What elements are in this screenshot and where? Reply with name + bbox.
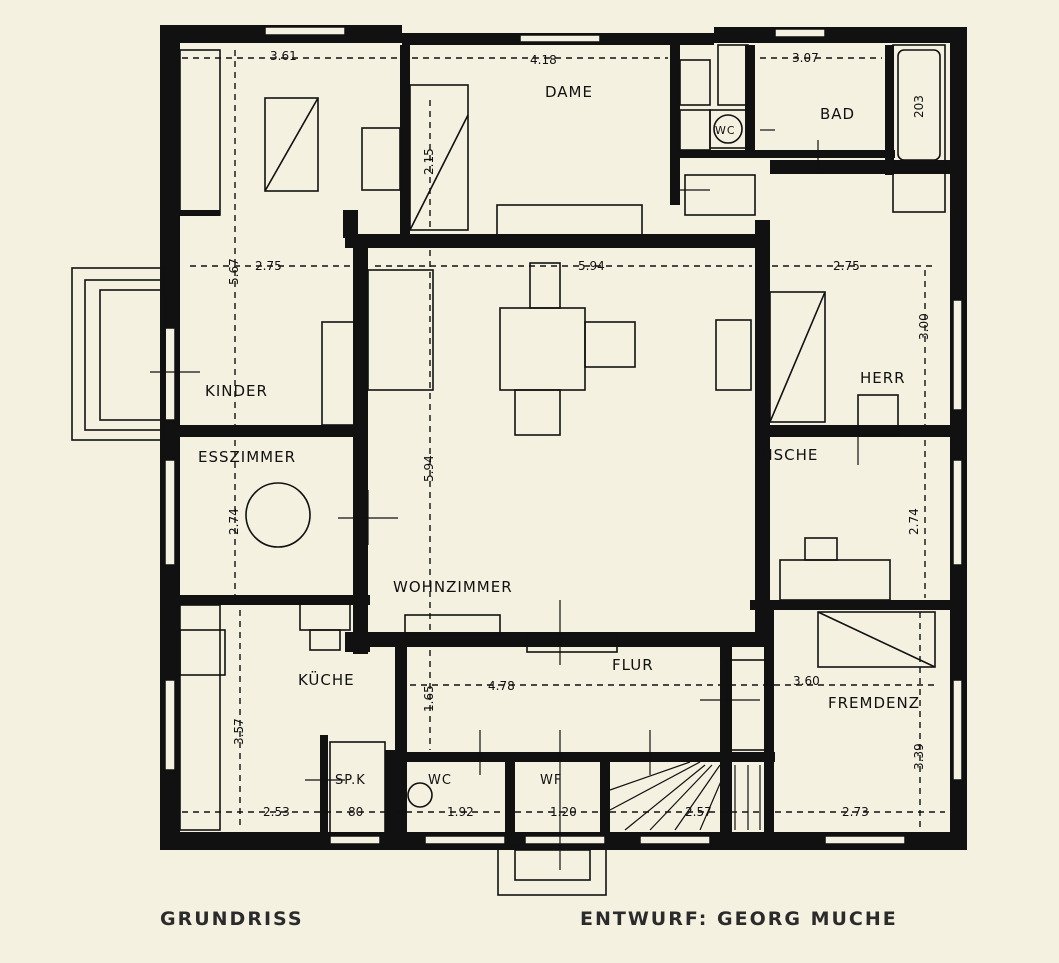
dim-300: 3.00 (917, 313, 931, 340)
outer-walls (160, 25, 967, 850)
dim-339: 3.39 (912, 743, 926, 770)
caption-entwurf: ENTWURF: GEORG MUCHE (580, 908, 898, 930)
label-fremdenz: FREMDENZ (828, 694, 920, 712)
label-flur: FLUR (612, 656, 654, 674)
dim-361: 3.61 (270, 49, 297, 63)
dimension-lines (182, 50, 945, 830)
dim-360: 3.60 (793, 674, 820, 688)
label-bad: BAD (820, 105, 855, 123)
dim-275-left: 2.75 (255, 259, 282, 273)
label-wohnzimmer: WOHNZIMMER (393, 578, 513, 596)
dim-165: 1.65 (422, 685, 436, 712)
dim-275-right: 2.75 (833, 259, 860, 273)
label-spk: SP.K (335, 773, 366, 788)
label-dame: DAME (545, 83, 593, 101)
furniture (71, 44, 946, 896)
label-wc-bottom: WC (428, 773, 452, 788)
label-nische: NISCHE (756, 446, 818, 464)
dim-567: 5.67 (227, 258, 241, 285)
label-esszimmer: ESSZIMMER (198, 448, 296, 466)
door-markers (150, 129, 859, 870)
dim-418: 4.18 (530, 53, 557, 67)
dim-594-h: 5.94 (578, 259, 605, 273)
dim-307: 3.07 (792, 51, 819, 65)
dim-274-right: 2.74 (907, 508, 921, 535)
label-herr: HERR (860, 369, 906, 387)
dim-478: 4.78 (488, 679, 515, 693)
label-wc-top: WC (715, 124, 736, 137)
dim-253: 2.53 (263, 805, 290, 819)
dim-215: 2.15 (422, 148, 436, 175)
label-wf: WF (540, 773, 562, 788)
caption-grundriss: GRUNDRISS (160, 908, 304, 930)
windows (164, 26, 963, 845)
label-kueche: KÜCHE (298, 670, 355, 689)
dim-274-left: 2.74 (227, 508, 241, 535)
label-kinder: KINDER (205, 382, 268, 400)
dim-120: 1.20 (550, 805, 577, 819)
dim-357: 3.57 (232, 718, 246, 745)
dim-192: 1.92 (447, 805, 474, 819)
stairs (609, 761, 761, 831)
dim-203: 203 (912, 95, 926, 118)
inner-walls (180, 45, 950, 835)
dim-80: 80 (348, 805, 363, 819)
dim-257: 2.57 (685, 805, 712, 819)
dim-594-v: 5.94 (422, 455, 436, 482)
dim-273: 2.73 (842, 805, 869, 819)
